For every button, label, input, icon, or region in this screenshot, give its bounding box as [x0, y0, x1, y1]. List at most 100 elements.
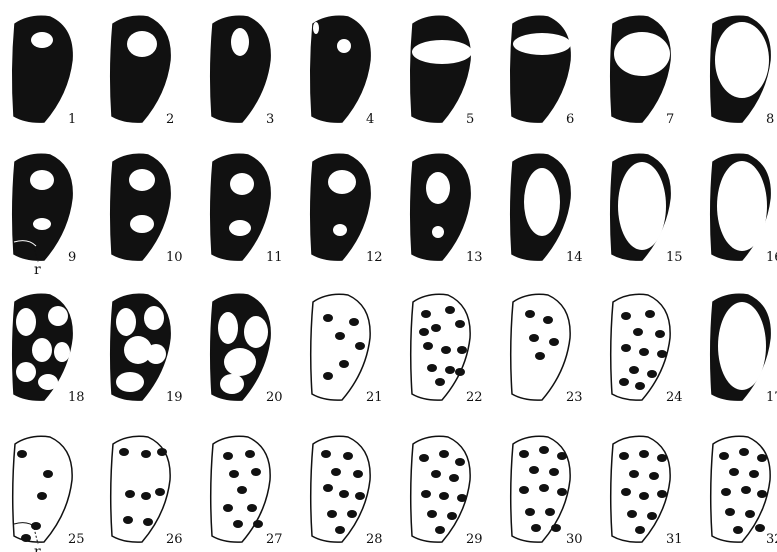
figure-number: 11 — [266, 250, 283, 265]
dark-spot — [657, 350, 667, 358]
dark-spot — [657, 454, 667, 462]
dark-spot — [439, 492, 449, 500]
dark-spot — [627, 510, 637, 518]
dark-spot — [119, 448, 129, 456]
light-patch — [412, 40, 472, 64]
dark-spot — [455, 320, 465, 328]
dark-spot — [755, 524, 765, 532]
light-patch — [146, 344, 166, 364]
light-patch — [328, 170, 356, 194]
figure-number: 23 — [566, 390, 583, 405]
dark-spot — [639, 450, 649, 458]
dark-spot — [539, 446, 549, 454]
figure-number: 14 — [566, 250, 583, 265]
light-patch — [30, 170, 54, 190]
dark-spot — [223, 452, 233, 460]
figure-number: 6 — [566, 112, 574, 127]
dark-spot — [629, 470, 639, 478]
dark-spot — [339, 360, 349, 368]
dark-spot — [639, 492, 649, 500]
dark-spot — [549, 468, 559, 476]
dark-spot — [647, 370, 657, 378]
figure-number: 20 — [266, 390, 283, 405]
dark-spot — [155, 488, 165, 496]
figure-number: 24 — [666, 390, 683, 405]
figure-18: 18 — [13, 294, 85, 405]
figure-number: 31 — [666, 532, 683, 547]
dark-spot — [355, 342, 365, 350]
figure-number: 1 — [68, 112, 76, 127]
figure-number: 5 — [466, 112, 474, 127]
dark-spot — [427, 510, 437, 518]
dark-spot — [545, 508, 555, 516]
dark-spot — [655, 330, 665, 338]
dark-spot — [529, 466, 539, 474]
light-patch — [524, 168, 560, 236]
figure-31: 31 — [611, 436, 683, 547]
dark-spot — [657, 490, 667, 498]
dark-spot — [343, 452, 353, 460]
figure-number: 3 — [266, 112, 274, 127]
dark-spot — [543, 316, 553, 324]
dark-spot — [223, 504, 233, 512]
dark-spot — [441, 346, 451, 354]
light-patch — [231, 28, 249, 56]
figure-32: 32 — [711, 436, 777, 547]
figure-number: 29 — [466, 532, 483, 547]
light-patch — [717, 161, 767, 251]
dark-spot — [455, 368, 465, 376]
figure-number: 10 — [166, 250, 183, 265]
figure-number: 25 — [68, 532, 85, 547]
light-patch — [48, 306, 68, 326]
figure-number: 32 — [766, 532, 777, 547]
dark-spot — [435, 378, 445, 386]
dark-spot — [445, 306, 455, 314]
light-patch — [337, 39, 351, 53]
dark-spot — [335, 526, 345, 534]
dark-spot — [43, 470, 53, 478]
figure-26: 26 — [111, 436, 183, 547]
figure-number: 22 — [466, 390, 483, 405]
dark-spot — [335, 332, 345, 340]
figure-number: 18 — [68, 390, 85, 405]
dark-spot — [331, 468, 341, 476]
figure-19: 19 — [111, 294, 183, 405]
dark-spot — [229, 470, 239, 478]
dark-spot — [725, 508, 735, 516]
light-patch — [33, 218, 51, 230]
figure-27: 27 — [211, 436, 283, 547]
figure-number: 9 — [68, 250, 76, 265]
dark-spot — [423, 342, 433, 350]
light-patch — [144, 306, 164, 330]
dark-spot — [37, 492, 47, 500]
dark-spot — [353, 470, 363, 478]
figure-3: 3 — [211, 16, 275, 127]
figure-1: 1 — [13, 16, 77, 127]
dark-spot — [551, 524, 561, 532]
dark-spot — [645, 310, 655, 318]
light-patch — [229, 220, 251, 236]
figure-13: 13 — [411, 154, 483, 265]
figure-5: 5 — [411, 16, 475, 127]
figure-number: 7 — [666, 112, 674, 127]
figure-number: 4 — [366, 112, 374, 127]
dark-spot — [529, 334, 539, 342]
figure-28: 28 — [311, 436, 383, 547]
light-patch — [224, 348, 256, 376]
dark-spot — [123, 516, 133, 524]
light-patch — [130, 215, 154, 233]
dark-spot — [539, 484, 549, 492]
figure-number: 21 — [366, 390, 383, 405]
dark-spot — [327, 510, 337, 518]
dark-spot — [445, 366, 455, 374]
elytron-dark-shape — [411, 154, 470, 260]
light-patch — [218, 312, 238, 344]
dark-spot — [17, 450, 27, 458]
dark-spot — [649, 472, 659, 480]
elytron-dark-shape — [311, 16, 370, 122]
dark-spot — [323, 484, 333, 492]
dark-spot — [323, 314, 333, 322]
figure-16: 16 — [711, 154, 777, 265]
dark-spot — [427, 364, 437, 372]
light-patch — [333, 224, 347, 236]
